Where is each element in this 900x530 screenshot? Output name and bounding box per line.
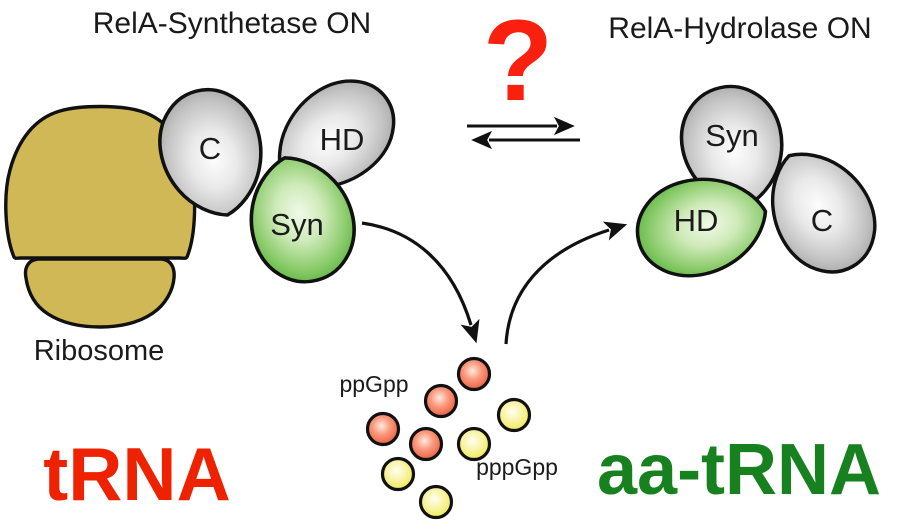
pppgpp-molecule [380, 456, 416, 492]
hydrolase-domain-c-label: C [811, 203, 833, 238]
synthetase-state-group: RelA-Synthetase ON Ribosome C HD Syn tRN… [4, 7, 416, 516]
hydrolase-domain-hd-label: HD [674, 203, 719, 238]
ppgpp-label: ppGpp [339, 371, 408, 397]
ppgpp-molecule [408, 426, 444, 462]
ribosome-small-subunit [23, 257, 176, 329]
ppgpp-molecule [423, 383, 459, 419]
aa-trna-label: aa-tRNA [597, 430, 881, 510]
synthetase-domain-syn-label: Syn [270, 207, 323, 242]
trna-label: tRNA [43, 432, 230, 516]
synthetase-domain-c-label: C [199, 131, 221, 166]
hydrolase-domain-syn-label: Syn [705, 118, 758, 153]
pppgpp-molecule [456, 426, 492, 462]
ppgpp-molecule [456, 356, 492, 392]
pppgpp-molecule [496, 397, 532, 433]
question-mark: ? [483, 0, 553, 125]
pppgpp-molecule [418, 484, 454, 520]
hydrolysis-curved-arrow-icon [504, 221, 628, 345]
hydrolase-state-title: RelA-Hydrolase ON [608, 12, 871, 45]
pppgpp-label: pppGpp [476, 454, 558, 480]
ribosome-label: Ribosome [34, 335, 165, 367]
synthetase-domain-hd-label: HD [320, 122, 365, 157]
alarmone-pool-group: ppGpp pppGpp [339, 356, 558, 520]
synthetase-state-title: RelA-Synthetase ON [93, 7, 371, 40]
hydrolase-state-group: RelA-Hydrolase ON Syn HD C aa-tRNA [597, 12, 896, 510]
synthesis-curved-arrow-icon [361, 221, 480, 344]
ppgpp-molecule [365, 411, 401, 447]
transition-group: ? [361, 0, 628, 345]
